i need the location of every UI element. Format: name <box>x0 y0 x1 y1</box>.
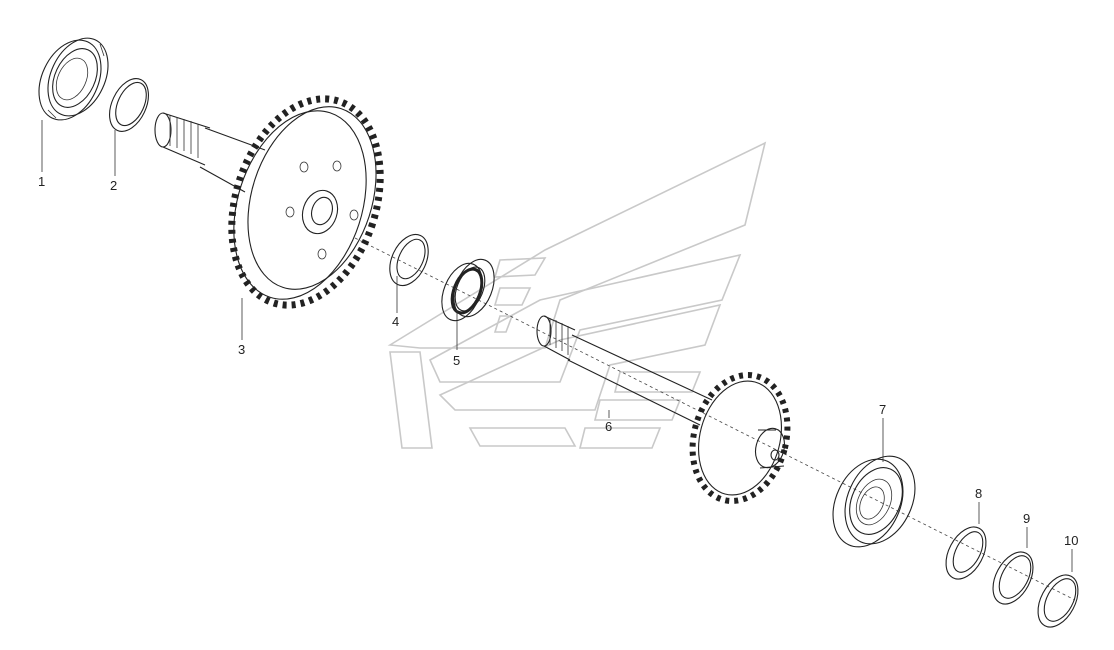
callout-6: 6 <box>605 419 612 434</box>
callout-2: 2 <box>110 178 117 193</box>
gear-shaft-3 <box>154 95 384 309</box>
pinion-shaft-6 <box>536 315 791 504</box>
callout-10: 10 <box>1064 533 1078 548</box>
bearing-1 <box>38 37 109 121</box>
callout-3: 3 <box>238 342 245 357</box>
callout-8: 8 <box>975 486 982 501</box>
ring-4 <box>389 233 429 287</box>
callout-7: 7 <box>879 402 886 417</box>
ring-9 <box>992 551 1034 605</box>
axis-centerline <box>354 237 1076 601</box>
leader-lines <box>41 120 1073 572</box>
callout-9: 9 <box>1023 511 1030 526</box>
ring-8 <box>945 526 987 580</box>
ring-10 <box>1037 574 1079 628</box>
ring-2 <box>109 78 149 132</box>
callout-5: 5 <box>453 353 460 368</box>
callout-1: 1 <box>38 174 45 189</box>
bearing-7 <box>832 455 916 548</box>
callout-4: 4 <box>392 314 399 329</box>
watermark-logo <box>387 141 767 449</box>
bearing-5 <box>441 258 495 322</box>
